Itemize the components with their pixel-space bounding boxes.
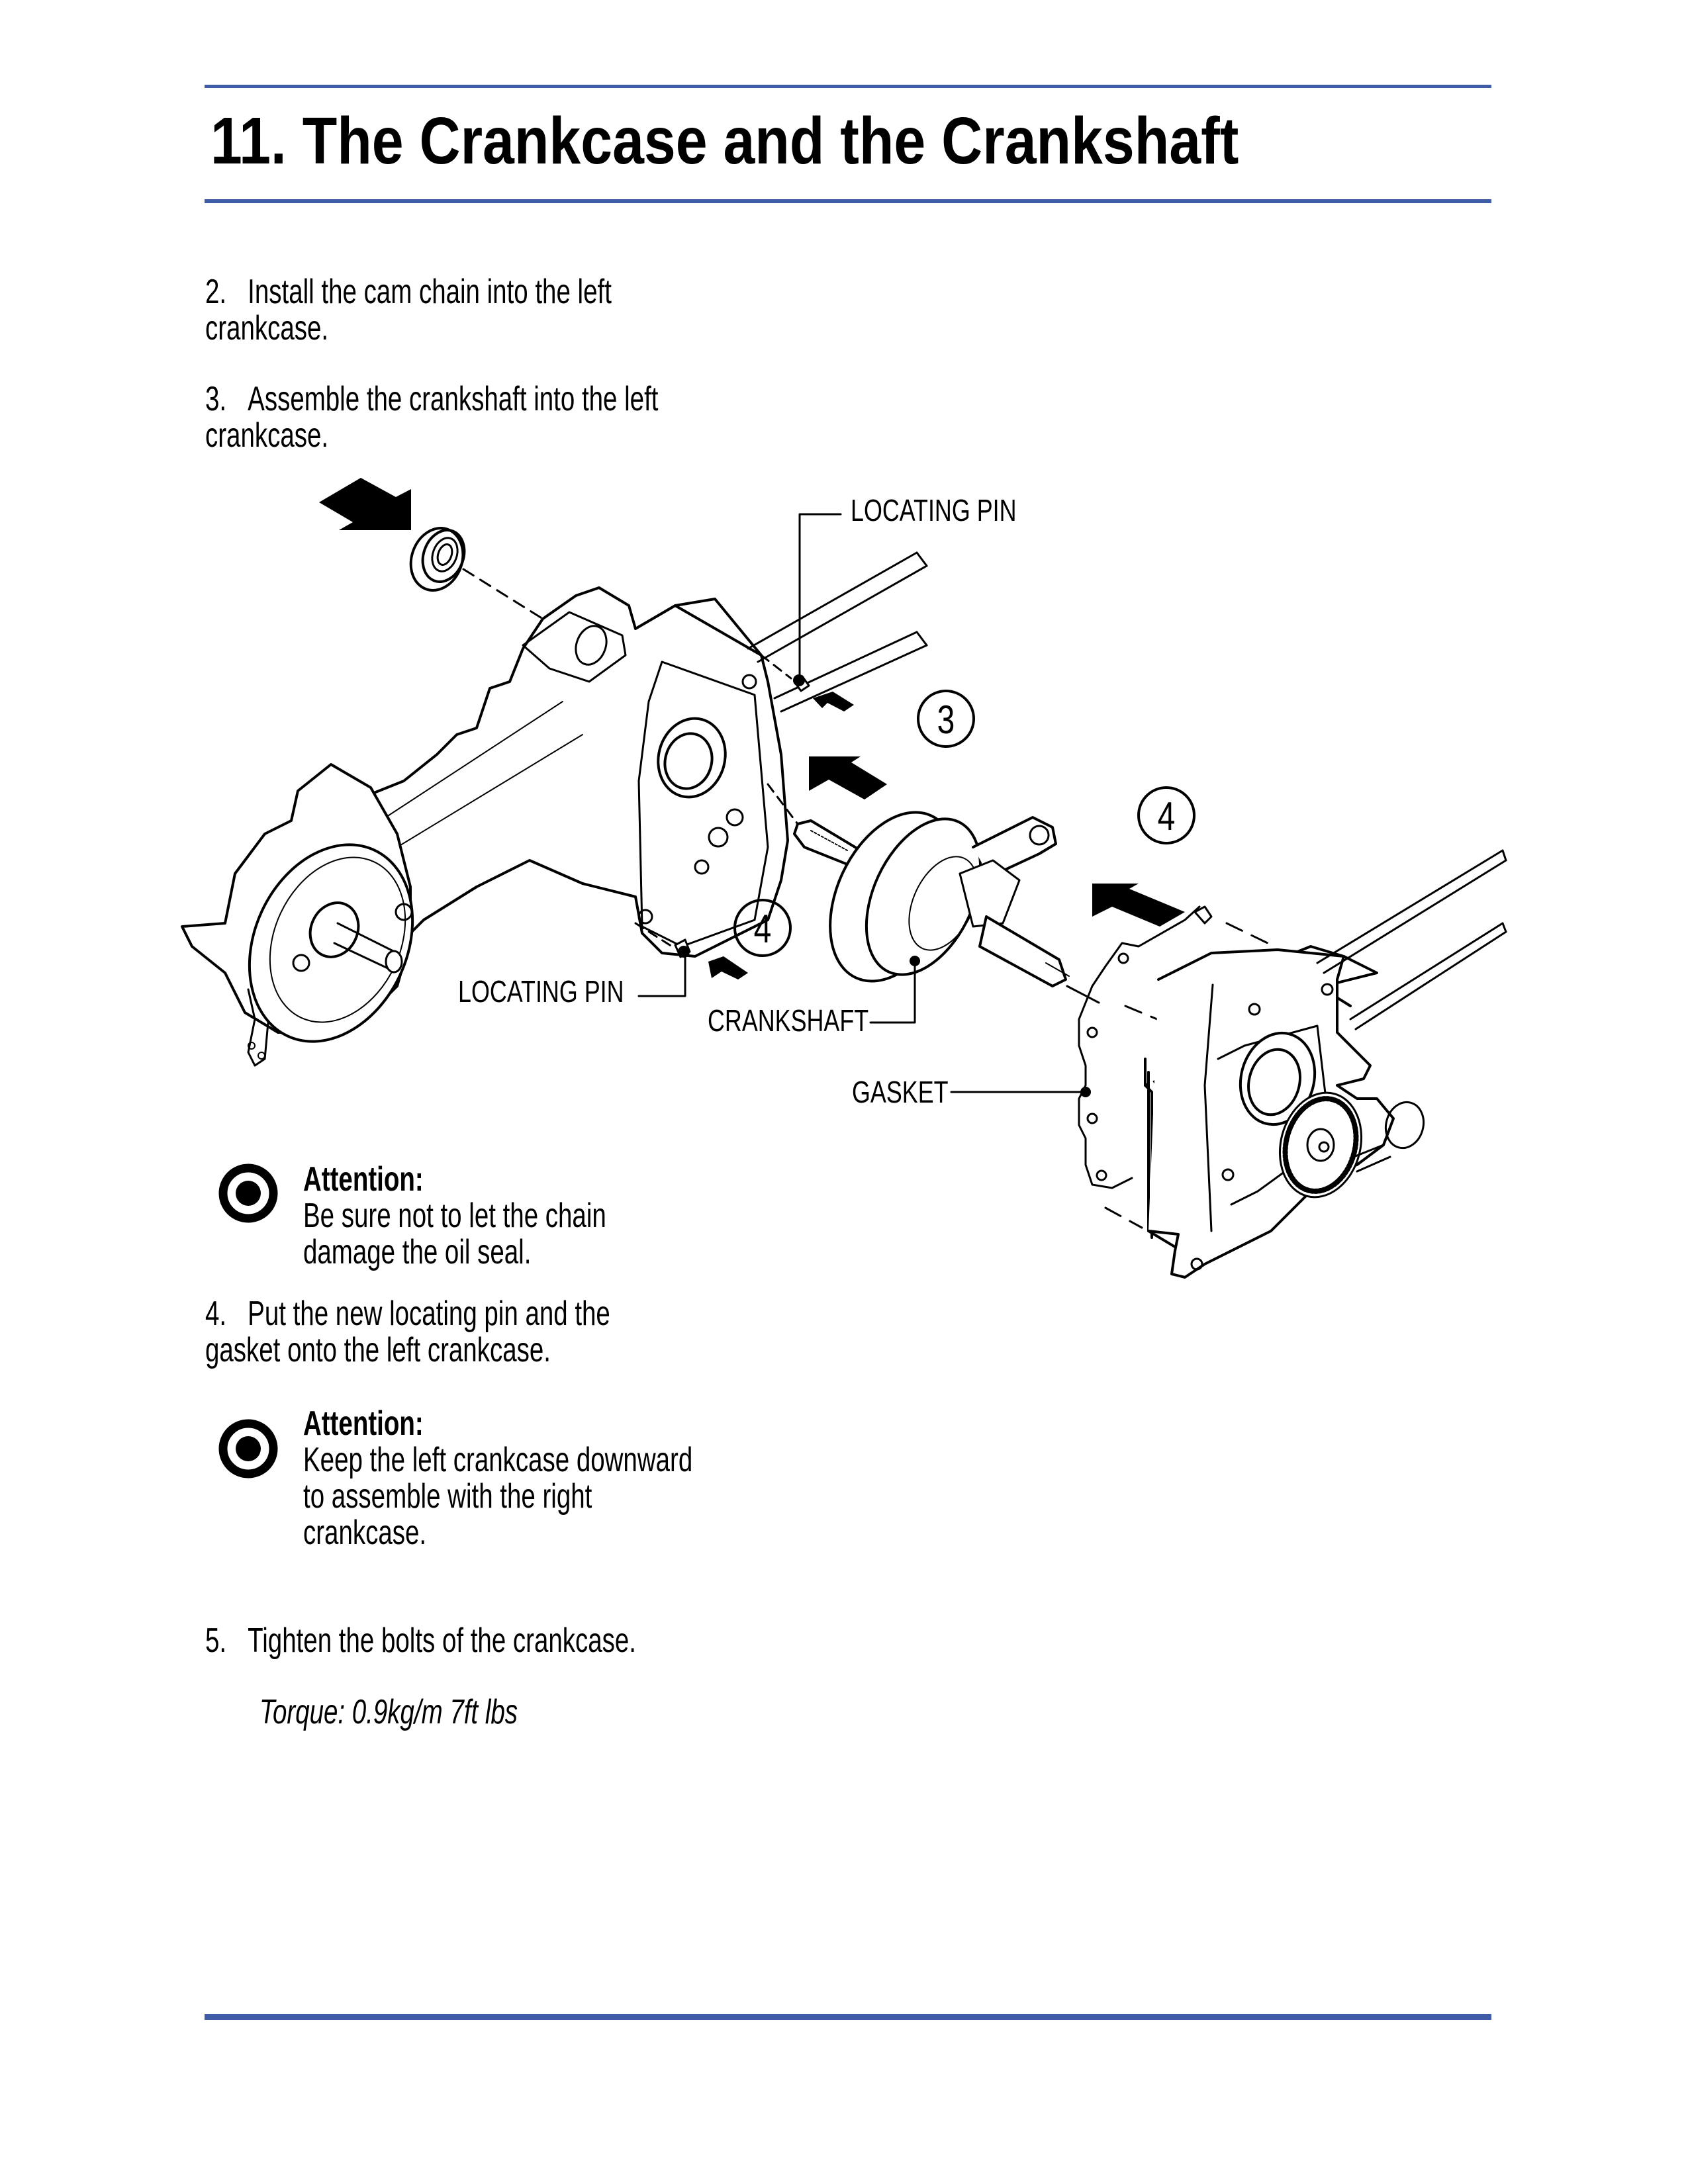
install-arrow-crankshaft	[809, 756, 887, 799]
header-rule-bottom	[205, 199, 1491, 203]
attention-heading: Attention:	[303, 1404, 424, 1443]
torque-spec: Torque: 0.9kg/m 7ft lbs	[259, 1693, 518, 1731]
step-text: Install the cam chain into the left	[248, 273, 612, 311]
step-4-line-2: gasket onto the left crankcase.	[205, 1331, 551, 1369]
locating-pin-bottom	[634, 922, 748, 997]
footer-rule	[205, 2014, 1491, 2020]
callout-step-4-middle	[733, 899, 792, 957]
label-gasket: GASKET	[852, 1075, 949, 1109]
callout-step-4-middle-number: 4	[754, 907, 772, 951]
step-2: 2. Install the cam chain into the left c…	[205, 274, 612, 347]
label-locating-pin-bottom: LOCATING PIN	[458, 975, 624, 1009]
bearing	[409, 527, 466, 592]
step-5-line-1: 5. Tighten the bolts of the crankcase.	[205, 1623, 636, 1659]
attention-line: Be sure not to let the chain	[303, 1197, 606, 1235]
page-title: 11. The Crankcase and the Crankshaft	[211, 104, 1239, 178]
label-crankshaft: CRANKSHAFT	[708, 1004, 868, 1038]
step-number: 3.	[205, 380, 227, 418]
step-5: 5. Tighten the bolts of the crankcase.	[205, 1623, 636, 1659]
callout-step-4-right-number: 4	[1158, 794, 1176, 839]
attention-target-icon	[218, 1419, 278, 1479]
install-arrow-pin-bottom	[708, 956, 748, 979]
install-arrow-bearing	[319, 478, 411, 530]
label-locating-pin-top: LOCATING PIN	[851, 494, 1017, 527]
step-2-line-1: 2. Install the cam chain into the left	[205, 274, 612, 310]
crankshaft	[767, 783, 1100, 1024]
callout-step-3-number: 3	[937, 698, 955, 742]
attention-line: Keep the left crankcase downward	[303, 1441, 693, 1479]
step-4: 4. Put the new locating pin and the gask…	[205, 1296, 610, 1369]
install-arrow-pin-top	[813, 692, 854, 711]
attention-target-icon	[218, 1163, 278, 1223]
step-3-line-1: 3. Assemble the crankshaft into the left	[205, 381, 658, 418]
step-number: 5.	[205, 1621, 227, 1660]
attention-heading: Attention:	[303, 1160, 424, 1199]
step-text: Assemble the crankshaft into the left	[248, 380, 659, 418]
attention-line: to assemble with the right	[303, 1477, 592, 1516]
dashed-guide-bearing	[462, 568, 544, 620]
step-3-line-2: crankcase.	[205, 416, 329, 455]
install-arrow-right-crankcase	[1092, 884, 1185, 927]
step-2-line-2: crankcase.	[205, 309, 329, 347]
locating-pin-top	[760, 513, 854, 711]
step-number: 2.	[205, 273, 227, 311]
attention-line: damage the oil seal.	[303, 1233, 532, 1271]
step-3: 3. Assemble the crankshaft into the left…	[205, 381, 658, 454]
attention-line: crankcase.	[303, 1514, 427, 1552]
step-4-line-1: 4. Put the new locating pin and the	[205, 1296, 610, 1332]
callout-step-4-right	[1137, 786, 1196, 844]
attention-2: Attention: Keep the left crankcase downw…	[303, 1406, 692, 1551]
right-crankcase	[1144, 849, 1507, 1279]
step-text: Tighten the bolts of the crankcase.	[248, 1621, 636, 1660]
callout-step-3	[917, 690, 975, 748]
left-crankcase	[181, 551, 928, 1067]
step-text: Put the new locating pin and the	[248, 1295, 610, 1333]
step-number: 4.	[205, 1295, 227, 1333]
attention-1: Attention: Be sure not to let the chain …	[303, 1161, 606, 1271]
header-rule-top	[205, 85, 1491, 88]
